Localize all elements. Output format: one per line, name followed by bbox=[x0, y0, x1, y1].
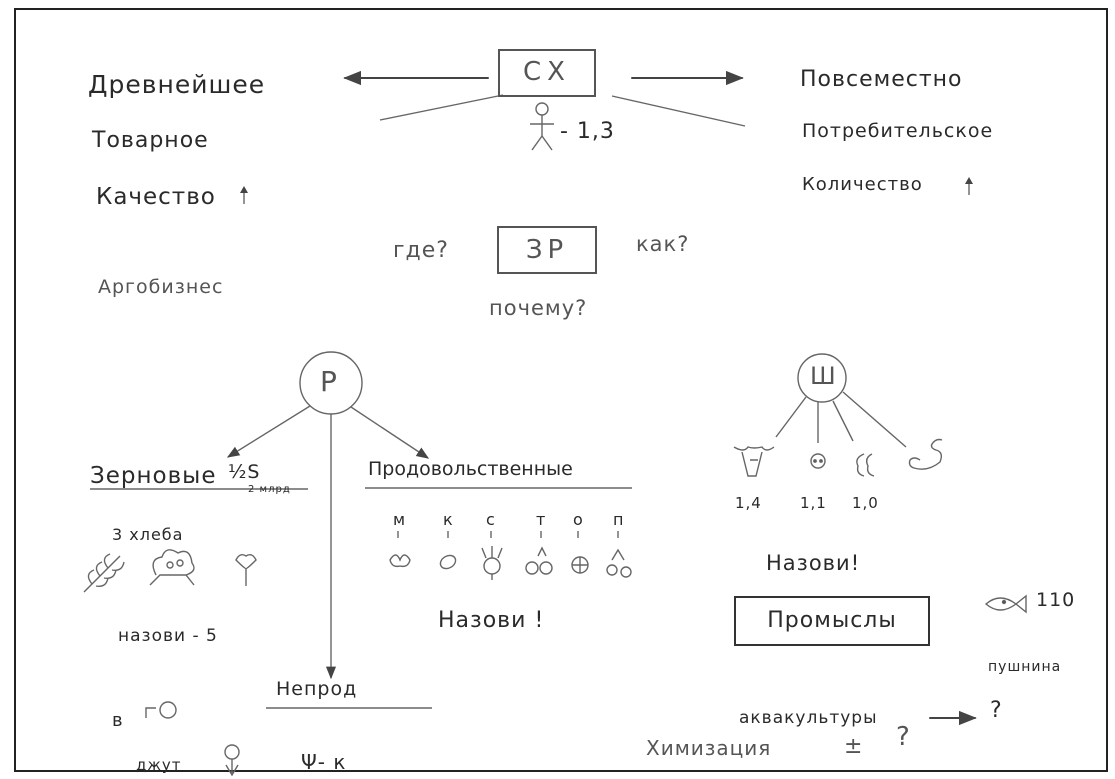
line-animals-to-poultry bbox=[842, 391, 907, 448]
label-quantity: Количество bbox=[802, 174, 923, 195]
animal-number-1: 1,4 bbox=[735, 494, 762, 512]
label-crafts: Промыслы bbox=[767, 608, 897, 633]
potato-icon bbox=[439, 554, 457, 570]
sheep-icon bbox=[856, 453, 875, 477]
animals-node-circle bbox=[797, 353, 847, 403]
label-why: почему? bbox=[489, 296, 588, 320]
tea-icon bbox=[525, 546, 553, 575]
food-letter-s: с bbox=[486, 510, 496, 529]
food-ticks bbox=[397, 531, 619, 538]
label-psi: Ψ- к bbox=[301, 750, 347, 774]
label-name-five: назови - 5 bbox=[118, 626, 218, 646]
label-fur: пушнина bbox=[988, 659, 1062, 675]
fish-icon bbox=[984, 594, 1027, 614]
label-how: как? bbox=[636, 232, 690, 256]
jute-icon bbox=[224, 744, 240, 777]
food-letter-m: м bbox=[393, 510, 407, 529]
cocoa-icon bbox=[571, 556, 589, 574]
label-everywhere: Повсеместно bbox=[800, 67, 963, 92]
cx-box: CX bbox=[498, 49, 596, 97]
label-animals-name: Назови! bbox=[766, 551, 861, 575]
label-v: в bbox=[112, 710, 124, 731]
chem-question: ? bbox=[896, 722, 911, 752]
label-chemization: Химизация bbox=[646, 736, 772, 760]
line-cx-to-consumer bbox=[611, 95, 746, 127]
spice-icon bbox=[606, 548, 632, 578]
label-jute: джут bbox=[136, 756, 182, 774]
zr-label: ЗР bbox=[525, 235, 569, 265]
aquaculture-question: ? bbox=[990, 698, 1003, 723]
poultry-icon bbox=[908, 438, 943, 470]
arrow-p-to-grains bbox=[226, 405, 311, 458]
grains-share: ½S bbox=[228, 461, 261, 483]
food-letter-p: п bbox=[613, 510, 625, 529]
person-share: - 1,3 bbox=[560, 119, 615, 144]
animals-node-label: Ш bbox=[810, 362, 836, 390]
label-agrobusiness: Аргобизнес bbox=[98, 276, 224, 298]
line-animals-to-sheep bbox=[832, 400, 854, 442]
cattle-icon bbox=[733, 446, 775, 477]
arrow-up-icon-quality bbox=[240, 186, 248, 204]
chem-plus-minus: ± bbox=[844, 734, 864, 759]
beet-icon bbox=[481, 546, 503, 580]
label-three-breads: 3 хлеба bbox=[112, 525, 184, 544]
label-grains: Зерновые bbox=[90, 463, 217, 489]
food-letter-o: о bbox=[573, 510, 584, 529]
label-where: где? bbox=[393, 238, 449, 263]
zr-box: ЗР bbox=[497, 226, 597, 274]
pig-icon bbox=[810, 453, 826, 469]
label-ancient: Древнейшее bbox=[88, 70, 266, 99]
label-consumer: Потребительское bbox=[802, 120, 994, 142]
crafts-box: Промыслы bbox=[734, 596, 930, 646]
rice-icon bbox=[149, 549, 195, 586]
label-quality: Качество bbox=[96, 184, 216, 210]
food-letter-t: т bbox=[536, 510, 547, 529]
label-commodity: Товарное bbox=[92, 128, 209, 153]
corn-icon bbox=[235, 553, 257, 586]
oil-pod-icon bbox=[389, 554, 411, 568]
label-name-food: Назови ! bbox=[438, 608, 545, 633]
food-pictograms bbox=[389, 546, 632, 580]
label-aquaculture: аквакультуры bbox=[739, 708, 878, 728]
arrow-up-icon-quantity bbox=[965, 177, 973, 195]
label-food: Продовольственные bbox=[368, 458, 573, 480]
grains-sub: 2 млрд bbox=[248, 484, 291, 495]
label-nonfood: Непрод bbox=[276, 678, 358, 700]
line-animals-to-cattle bbox=[775, 396, 807, 438]
wheat-icon bbox=[83, 553, 125, 593]
arrow-p-to-food bbox=[350, 406, 430, 459]
food-letter-k: к bbox=[443, 510, 454, 529]
person-icon bbox=[530, 102, 554, 151]
cx-label: CX bbox=[523, 57, 571, 87]
plants-node-label: Р bbox=[320, 365, 338, 398]
cotton-icon bbox=[145, 701, 177, 719]
animal-number-3: 1,0 bbox=[852, 494, 879, 512]
fish-number: 110 bbox=[1036, 589, 1076, 611]
line-cx-to-commodity bbox=[379, 94, 504, 121]
animal-number-2: 1,1 bbox=[800, 494, 827, 512]
